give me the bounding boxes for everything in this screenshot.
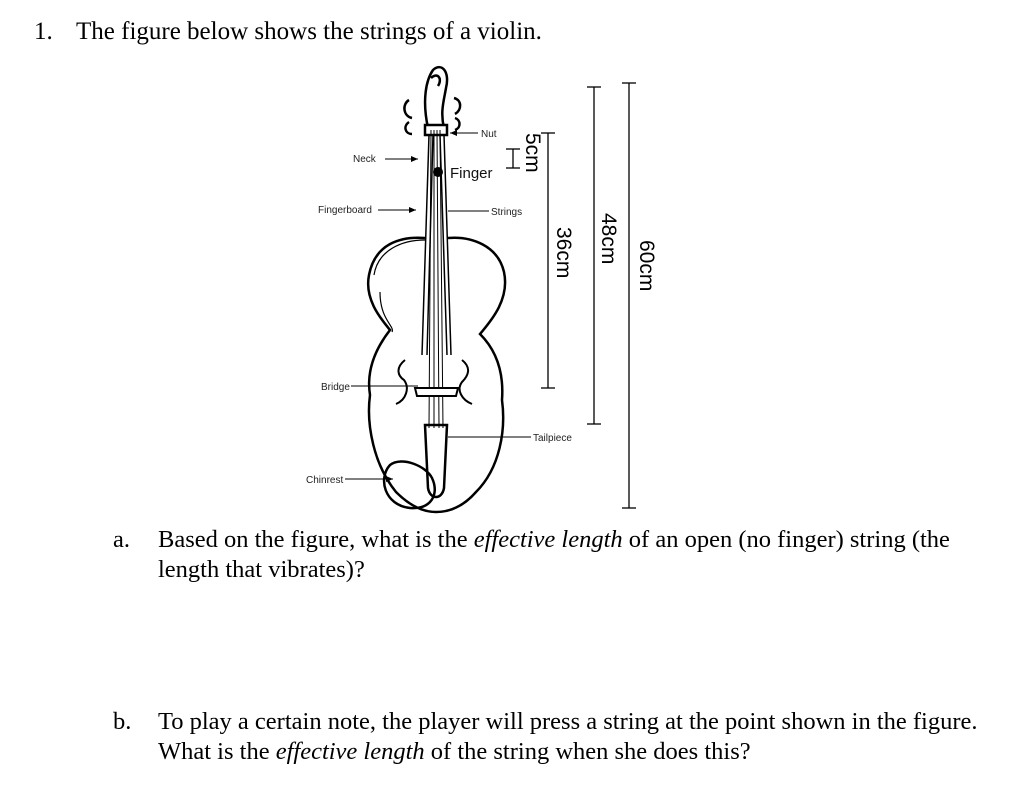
label-fingerboard: Fingerboard — [318, 205, 372, 216]
dimension-label-d4: 60cm — [635, 240, 658, 291]
question-text: The figure below shows the strings of a … — [76, 18, 542, 45]
label-chinrest: Chinrest — [306, 475, 343, 486]
question-number: 1. — [34, 18, 53, 45]
dimension-label-d3: 48cm — [597, 213, 620, 264]
finger-dot — [433, 167, 443, 177]
violin-bridge — [413, 387, 460, 397]
pointer-lines — [345, 130, 531, 482]
dimension-label-d2: 36cm — [552, 227, 575, 278]
label-bridge: Bridge — [321, 382, 350, 393]
dimension-label-d1: 5cm — [521, 133, 544, 173]
part-b-text: To play a certain note, the player will … — [158, 708, 978, 765]
violin-strings — [428, 129, 444, 429]
dimension-bars — [506, 82, 636, 509]
label-nut: Nut — [481, 129, 497, 140]
label-finger: Finger — [450, 165, 493, 182]
violin-body — [366, 236, 507, 514]
label-tailpiece: Tailpiece — [533, 433, 572, 444]
part-b-emphasis: effective length — [275, 738, 425, 765]
label-neck: Neck — [353, 154, 377, 165]
part-a-text: Based on the figure, what is the effecti… — [158, 526, 950, 583]
violin-scroll — [403, 65, 462, 137]
part-a-emphasis: effective length — [473, 526, 623, 553]
label-strings: Strings — [491, 207, 522, 218]
part-a-label: a. — [113, 526, 130, 553]
part-b-label: b. — [113, 708, 132, 735]
